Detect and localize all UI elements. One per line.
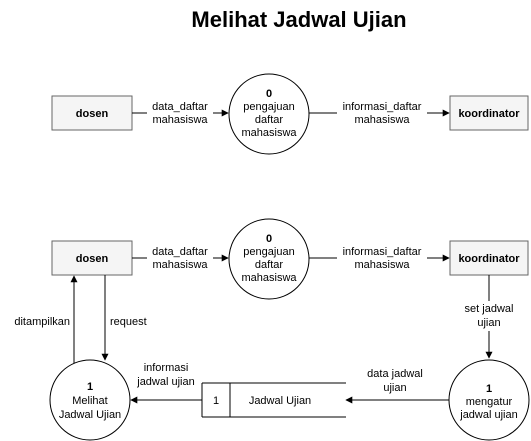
flow-data-jadwal-line2: ujian: [383, 382, 406, 394]
diagram-2: dosen data_daftar mahasiswa 0 pengajuan …: [14, 218, 530, 441]
process-line2: jadwal ujian: [459, 409, 517, 421]
entity-koordinator-label: koordinator: [458, 253, 520, 265]
datastore-id: 1: [213, 395, 219, 407]
entity-koordinator-label: koordinator: [458, 108, 520, 120]
process-pengajuan-circle[interactable]: [228, 218, 310, 300]
flow-label-bg: [337, 99, 427, 127]
process-line1: Melihat: [72, 395, 107, 407]
flow-set-jadwal-line2: ujian: [477, 317, 500, 329]
process-number: 1: [87, 381, 93, 393]
process-line1: pengajuan: [243, 246, 294, 258]
flow-informasi-daftar-line1: informasi_daftar: [343, 101, 422, 113]
process-number: 0: [266, 88, 272, 100]
flow-set-jadwal-line1: set jadwal: [465, 303, 514, 315]
flow-data-daftar-line2: mahasiswa: [152, 259, 208, 271]
process-number: 0: [266, 233, 272, 245]
entity-dosen-box[interactable]: [51, 95, 133, 131]
entity-koordinator-box[interactable]: [449, 240, 529, 276]
process-line3: mahasiswa: [241, 127, 297, 139]
flow-informasi-daftar-line2: mahasiswa: [354, 114, 410, 126]
datastore-jadwal-ujian[interactable]: [201, 382, 346, 418]
flow-data-daftar-line1: data_daftar: [152, 246, 208, 258]
flow-ditampilkan-label: ditampilkan: [14, 316, 70, 328]
process-line2: daftar: [255, 114, 283, 126]
process-line2: Jadwal Ujian: [59, 409, 121, 421]
page-title: Melihat Jadwal Ujian: [191, 7, 406, 32]
flow-label-bg: [337, 244, 427, 272]
process-line3: mahasiswa: [241, 272, 297, 284]
entity-koordinator-box[interactable]: [449, 95, 529, 131]
flow-data-jadwal-line1: data jadwal: [367, 368, 423, 380]
flow-label-bg: [147, 244, 213, 272]
process-line2: daftar: [255, 259, 283, 271]
entity-dosen-label: dosen: [76, 108, 109, 120]
flow-label-bg: [147, 99, 213, 127]
flow-data-daftar-line2: mahasiswa: [152, 114, 208, 126]
flow-request-label: request: [110, 316, 147, 328]
datastore-name: Jadwal Ujian: [249, 395, 311, 407]
process-number: 1: [486, 383, 492, 395]
process-line1: pengajuan: [243, 101, 294, 113]
flow-informasi-jadwal-line1: informasi: [144, 362, 189, 374]
process-melihat-circle[interactable]: [49, 359, 131, 441]
flow-informasi-jadwal-line2: jadwal ujian: [136, 376, 194, 388]
entity-dosen-label: dosen: [76, 253, 109, 265]
flow-label-bg: [460, 301, 520, 331]
process-line1: mengatur: [466, 396, 513, 408]
diagram-1: dosen data_daftar mahasiswa 0 pengajuan …: [51, 73, 529, 155]
process-pengajuan-circle[interactable]: [228, 73, 310, 155]
flow-data-daftar-line1: data_daftar: [152, 101, 208, 113]
flow-informasi-daftar-line1: informasi_daftar: [343, 246, 422, 258]
flow-informasi-daftar-line2: mahasiswa: [354, 259, 410, 271]
